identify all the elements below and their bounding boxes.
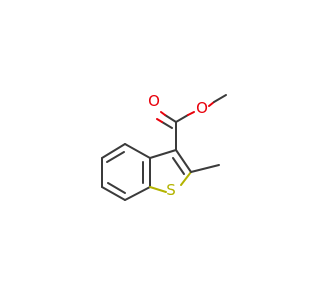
bond-s-c7a bbox=[149, 186, 167, 193]
bond-carbonyl-o-double-a bbox=[164, 114, 177, 123]
bond-c2-s bbox=[180, 171, 192, 186]
benzene-ring bbox=[101, 143, 151, 201]
structure-canvas: O O S bbox=[101, 92, 227, 201]
bond-c7-c7a bbox=[124, 186, 151, 201]
bond-carbonyl-o-double-b bbox=[161, 121, 173, 129]
thiophene-ring bbox=[149, 149, 192, 193]
bond-c4-c5-inner bbox=[106, 151, 125, 163]
bond-carbonyl-o-double-a-red bbox=[160, 111, 166, 116]
bond-c2-methyl bbox=[190, 164, 220, 173]
bond-c6-c7 bbox=[101, 186, 126, 201]
sulfur-label: S bbox=[166, 181, 176, 199]
bond-carbonyl-ester-o bbox=[175, 114, 189, 123]
bond-ester-o-methyl bbox=[213, 94, 227, 103]
ester-oxygen-label: O bbox=[196, 99, 208, 117]
bond-c3a-c4 bbox=[124, 143, 151, 159]
bond-c3-c2-inner bbox=[172, 157, 185, 175]
ester-group bbox=[156, 94, 227, 151]
bond-c3-c2 bbox=[175, 149, 192, 173]
bond-c4-c5 bbox=[101, 143, 126, 159]
methyl-group bbox=[190, 164, 220, 173]
carbonyl-oxygen-label: O bbox=[148, 92, 160, 110]
bond-c3a-c3 bbox=[149, 149, 177, 159]
bond-ester-o-methyl-red bbox=[208, 101, 215, 107]
molecule-diagram: O O S bbox=[101, 92, 227, 201]
bond-c6-c7-inner bbox=[107, 182, 126, 194]
bond-carbonyl-o-double-b-red bbox=[156, 118, 163, 123]
bond-carbonyl-ester-o-red bbox=[187, 111, 195, 116]
